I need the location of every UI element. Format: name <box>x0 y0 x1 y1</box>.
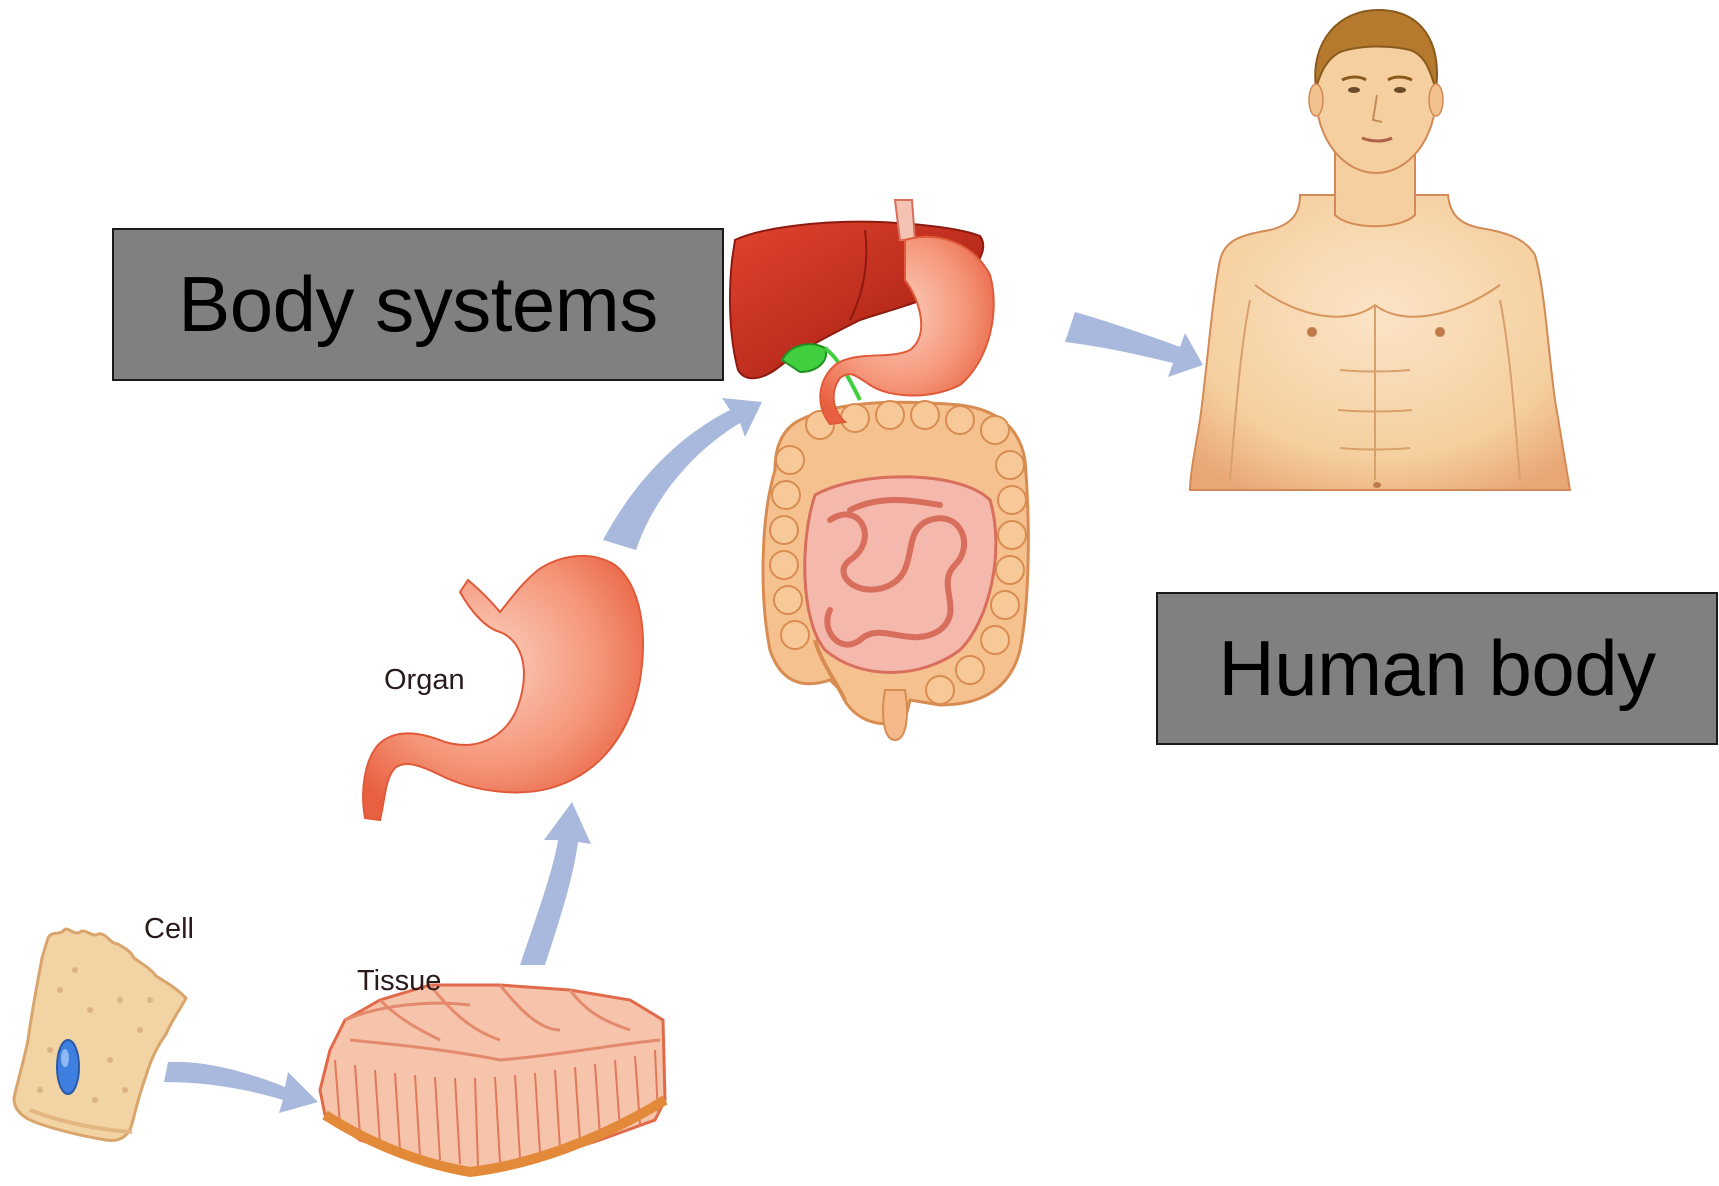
organ-label: Organ <box>384 664 465 697</box>
arrows <box>164 312 1203 1113</box>
digestive-system-illustration <box>730 200 1028 740</box>
arrow-icon <box>1065 312 1203 377</box>
nucleus <box>57 1040 79 1094</box>
body-systems-label: Body systems <box>178 259 657 350</box>
human-body-label: Human body <box>1218 623 1655 714</box>
arrow-icon <box>603 398 762 550</box>
arrow-icon <box>520 802 591 965</box>
arrow-icon <box>164 1062 318 1113</box>
cell-illustration <box>14 929 186 1140</box>
body-systems-label-box: Body systems <box>112 228 724 381</box>
tissue-label: Tissue <box>357 965 441 998</box>
human-torso-illustration <box>1190 10 1570 490</box>
tissue-illustration <box>320 985 665 1172</box>
cell-label: Cell <box>144 913 194 946</box>
human-body-label-box: Human body <box>1156 592 1718 745</box>
